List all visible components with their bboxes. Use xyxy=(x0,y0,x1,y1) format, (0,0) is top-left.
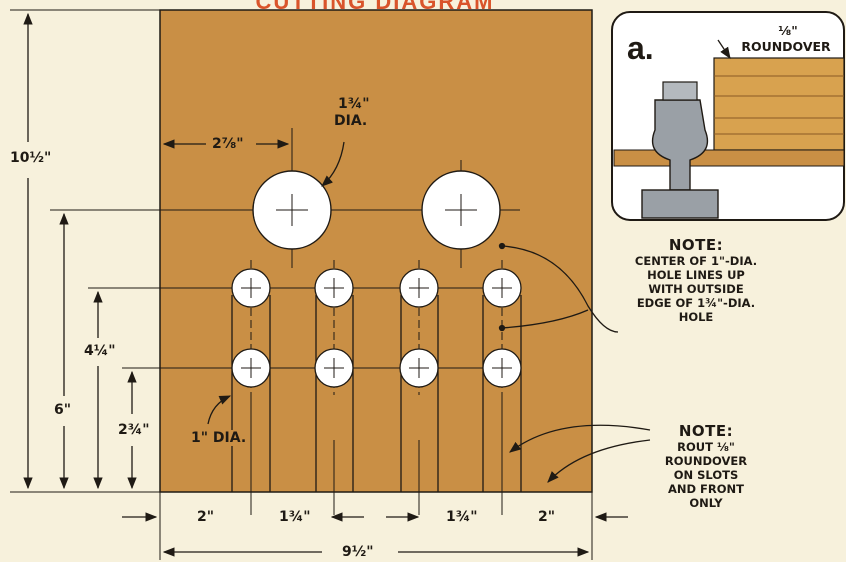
detail-inset xyxy=(611,11,845,221)
note-line: CENTER OF 1"-DIA. xyxy=(634,254,758,268)
detail-roundover-text: ROUNDOVER xyxy=(741,39,831,54)
note-line: ROUNDOVER xyxy=(664,454,748,468)
panel-width-label: 9½" xyxy=(340,544,376,560)
slot-4 xyxy=(482,295,522,492)
detail-size: ⅛" xyxy=(778,23,798,38)
slot-3 xyxy=(400,295,439,492)
large-hole-diameter-unit: DIA. xyxy=(332,113,370,129)
large-hole-offset-label: 2⅞" xyxy=(210,136,246,152)
panel-height-label: 10½" xyxy=(8,150,54,166)
slot-1 xyxy=(231,295,271,492)
bottom-dim-2: 1¾" xyxy=(277,509,313,525)
note-line: HOLE LINES UP xyxy=(647,268,745,282)
note-hole-alignment: NOTE: CENTER OF 1"-DIA. HOLE LINES UP WI… xyxy=(604,236,788,324)
note-line: AND FRONT xyxy=(667,482,745,496)
leader-lines xyxy=(207,141,651,483)
dim-six-label: 6" xyxy=(52,402,74,418)
bottom-dim-4: 2" xyxy=(536,509,558,525)
detail-label: a. xyxy=(627,30,654,66)
large-holes xyxy=(252,170,501,250)
dim-four-quarter-label: 4¼" xyxy=(82,343,118,359)
note-line: WITH OUTSIDE xyxy=(648,282,744,296)
note-line: HOLE xyxy=(678,310,714,324)
dim-two-three-quarter-label: 2¾" xyxy=(116,422,152,438)
diagram-title: CUTTING DIAGRAM xyxy=(255,0,495,14)
slot-2 xyxy=(315,295,354,492)
note-line: ROUT ⅛" xyxy=(677,440,735,454)
note-heading: NOTE: xyxy=(678,422,734,440)
note-heading: NOTE: xyxy=(668,236,724,254)
bottom-dim-1: 2" xyxy=(195,509,217,525)
slots xyxy=(231,295,522,492)
note-line: ONLY xyxy=(689,496,723,510)
dimension-arrows xyxy=(23,12,628,557)
small-holes xyxy=(231,268,522,388)
note-line: ON SLOTS xyxy=(673,468,739,482)
note-roundover: NOTE: ROUT ⅛" ROUNDOVER ON SLOTS AND FRO… xyxy=(640,422,772,510)
note-line: EDGE OF 1¾"-DIA. xyxy=(636,296,756,310)
large-hole-diameter-label: 1¾" xyxy=(336,96,372,112)
small-hole-diameter-label: 1" DIA. xyxy=(189,430,249,446)
bottom-dim-3: 1¾" xyxy=(444,509,480,525)
